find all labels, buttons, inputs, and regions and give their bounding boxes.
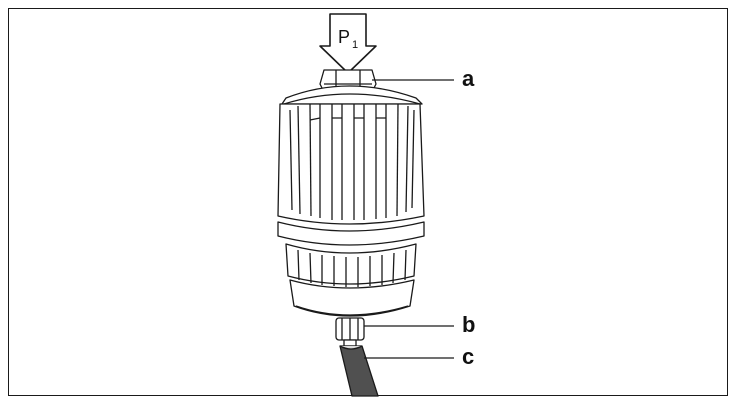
- ribbed-housing: [277, 103, 425, 225]
- hose-c: [339, 345, 379, 397]
- arrow-label-subscript: 1: [352, 39, 358, 51]
- pressure-arrow-icon: [319, 13, 377, 74]
- bottom-fitting-b: [335, 317, 365, 347]
- housing-cap: [281, 85, 423, 105]
- callout-b: b: [462, 312, 476, 337]
- lower-band: [285, 243, 417, 287]
- collar-ring: [277, 221, 425, 246]
- callout-c: c: [462, 344, 475, 369]
- housing-bowl: [289, 279, 415, 317]
- arrow-label-p: P: [338, 27, 350, 47]
- callout-a: a: [462, 66, 475, 91]
